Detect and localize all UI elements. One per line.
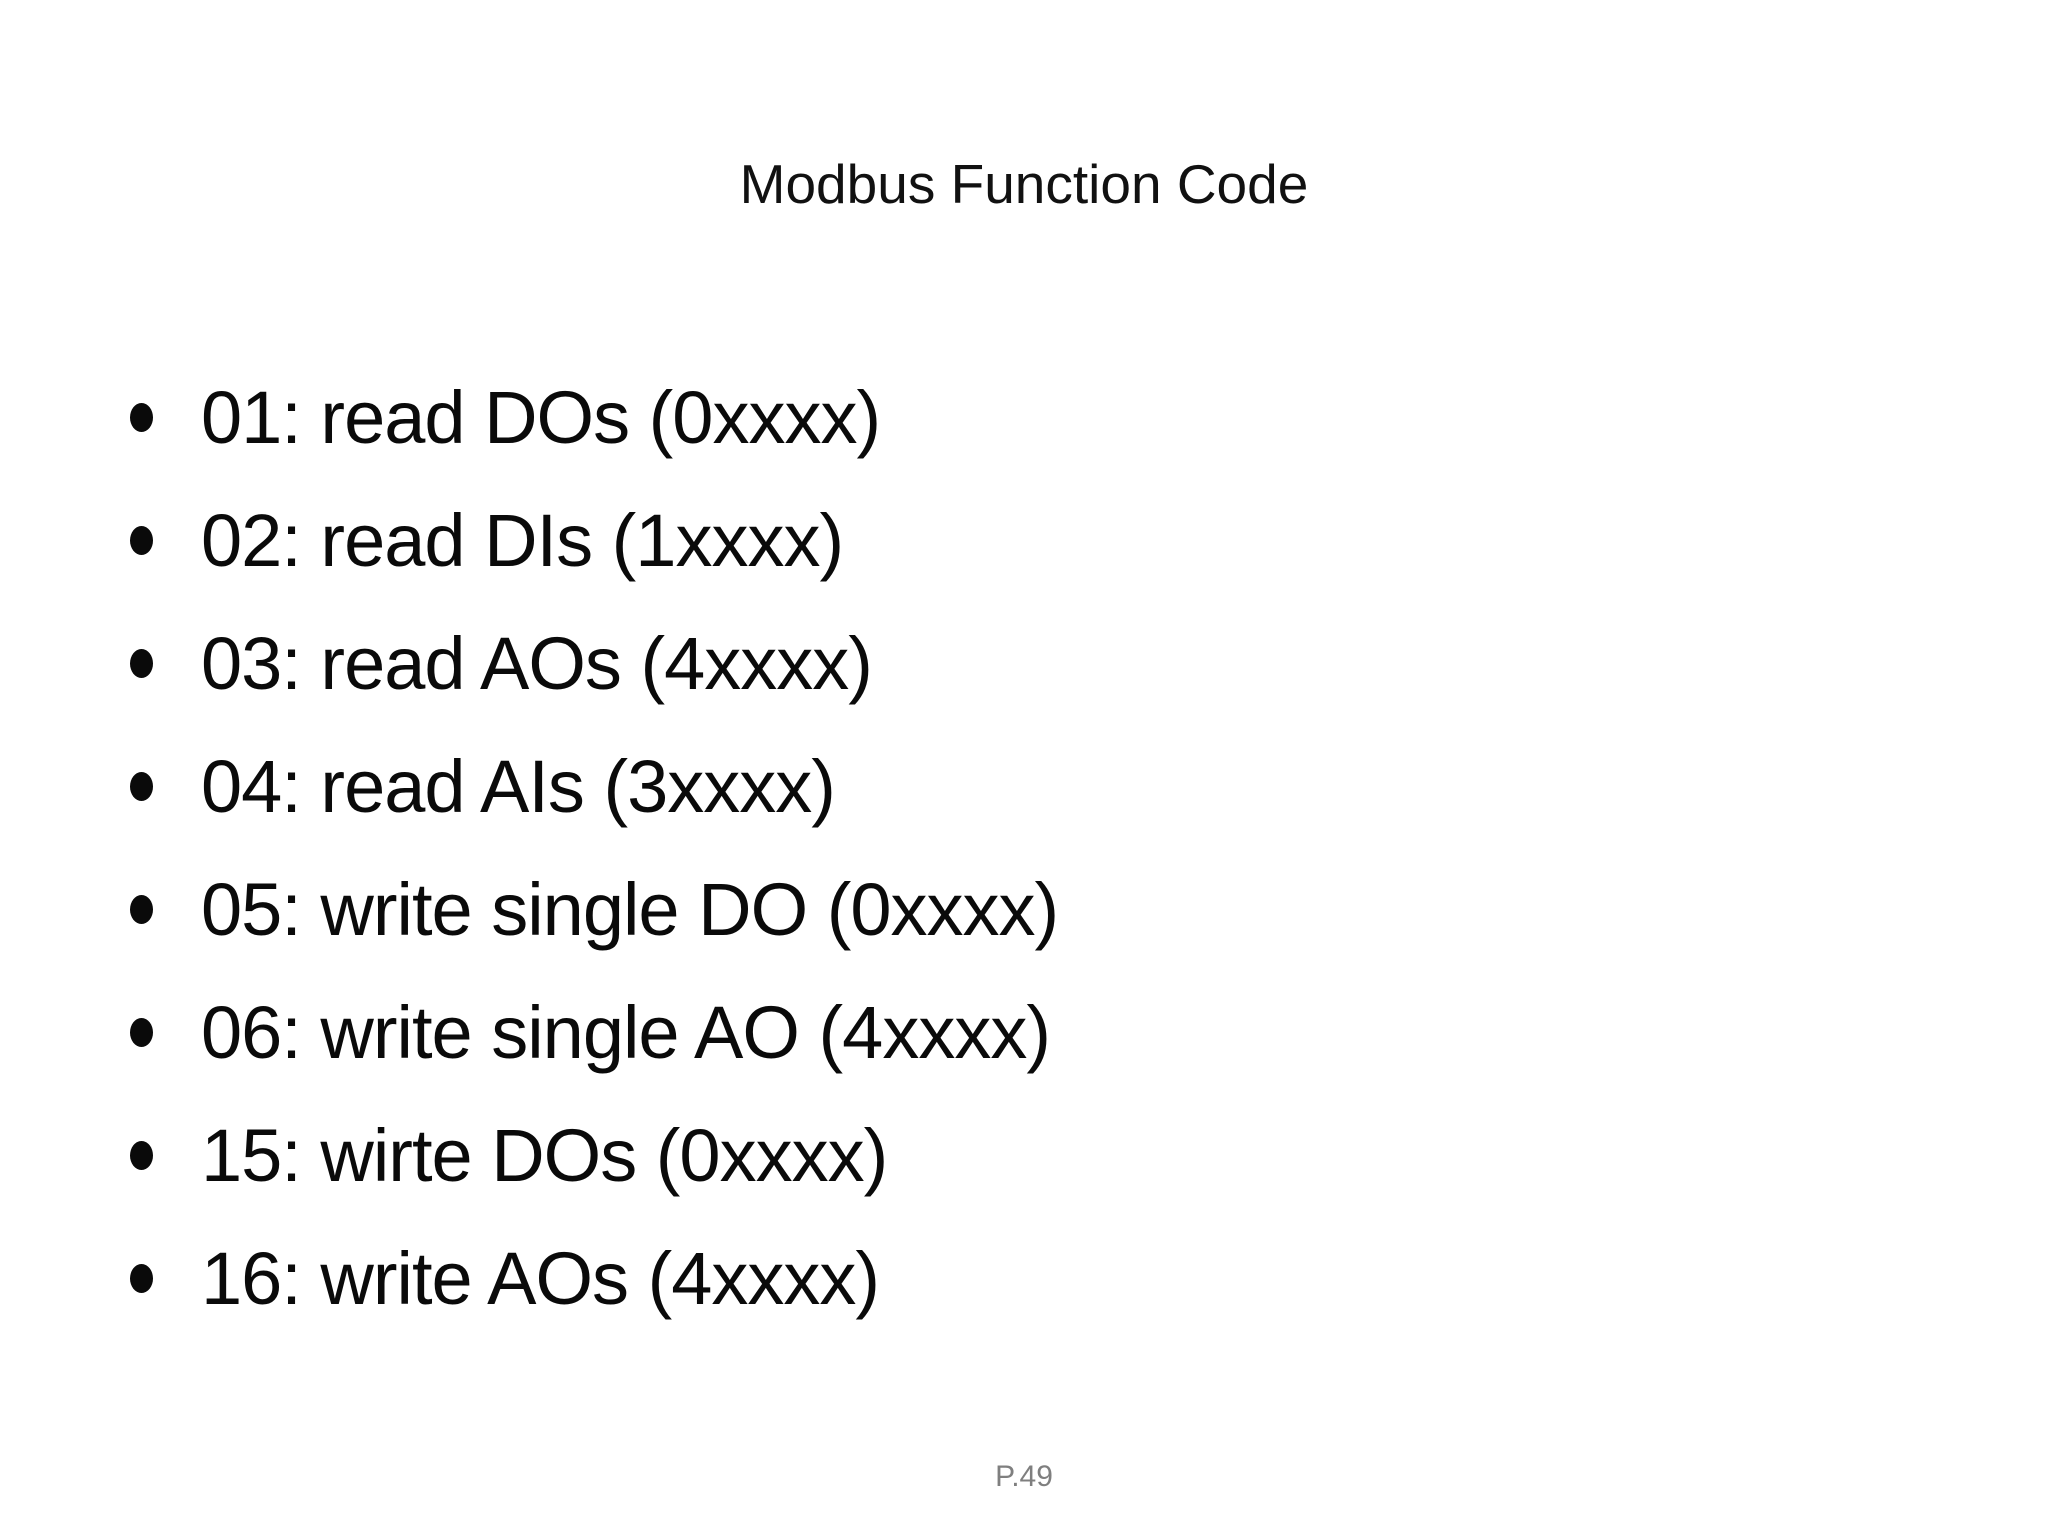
bullet-item: 03: read AOs (4xxxx) xyxy=(130,602,1058,725)
bullet-item: 15: wirte DOs (0xxxx) xyxy=(130,1094,1058,1217)
page-number: P.49 xyxy=(995,1460,1053,1493)
bullet-item: 05: write single DO (0xxxx) xyxy=(130,848,1059,971)
bullet-text: 03: read AOs (4xxxx) xyxy=(201,622,873,705)
bullet-dot-icon xyxy=(130,1018,153,1047)
bullet-text: 15: wirte DOs (0xxxx) xyxy=(201,1114,888,1197)
bullet-dot-icon xyxy=(130,1141,153,1170)
bullet-text: 05: write single DO (0xxxx) xyxy=(201,868,1059,951)
bullet-item: 06: write single AO (4xxxx) xyxy=(130,971,1058,1094)
bullet-item: 16: write AOs (4xxxx) xyxy=(130,1217,1058,1340)
slide-title: Modbus Function Code xyxy=(739,153,1309,215)
bullet-dot-icon xyxy=(130,526,153,555)
bullet-list: 01: read DOs (0xxxx) 02: read DIs (1xxxx… xyxy=(130,356,1059,1340)
bullet-text: 02: read DIs (1xxxx) xyxy=(201,499,844,582)
bullet-dot-icon xyxy=(130,403,153,432)
bullet-dot-icon xyxy=(130,772,153,801)
bullet-text: 01: read DOs (0xxxx) xyxy=(201,376,881,459)
bullet-dot-icon xyxy=(130,895,153,924)
bullet-text: 06: write single AO (4xxxx) xyxy=(201,991,1051,1074)
bullet-item: 02: read DIs (1xxxx) xyxy=(130,479,1058,602)
bullet-text: 04: read AIs (3xxxx) xyxy=(201,745,836,828)
bullet-dot-icon xyxy=(130,649,153,678)
bullet-text: 16: write AOs (4xxxx) xyxy=(201,1237,880,1320)
bullet-item: 04: read AIs (3xxxx) xyxy=(130,725,1058,848)
bullet-dot-icon xyxy=(130,1264,153,1293)
bullet-item: 01: read DOs (0xxxx) xyxy=(130,356,1058,479)
